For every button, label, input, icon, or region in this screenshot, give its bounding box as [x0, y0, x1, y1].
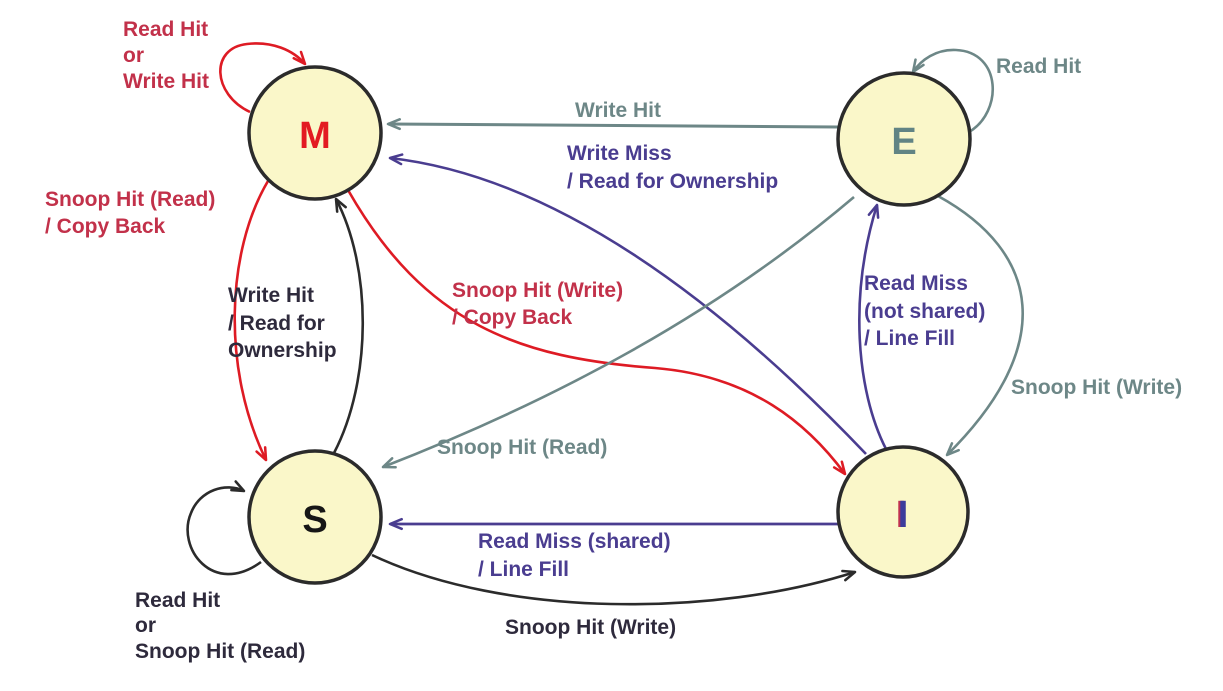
s-self-loop-label-line: Snoop Hit (Read)	[135, 640, 305, 663]
i-to-s-label-line: Read Miss (shared)	[478, 530, 671, 553]
i-to-e-label-line: Read Miss	[864, 272, 968, 295]
m-self-loop-arrow	[219, 42, 307, 114]
e-self-loop-arrow	[911, 48, 995, 134]
s-to-m-arrow	[332, 197, 364, 454]
s-to-m-label-line: / Read for	[228, 312, 325, 335]
m-self-loop-label-line: or	[123, 44, 144, 67]
i-to-m-arrow	[388, 153, 867, 455]
i-to-m-label-line: / Read for Ownership	[567, 170, 778, 193]
m-to-s-label-line: / Copy Back	[45, 215, 166, 238]
state-circle-e	[836, 71, 972, 207]
transition-e-self-loop: Read Hit	[911, 48, 1081, 134]
i-to-e-label-line: (not shared)	[864, 300, 985, 323]
m-to-s-arrow	[233, 180, 270, 462]
m-to-i-label-line: / Copy Back	[452, 306, 573, 329]
e-to-i-label-line: Snoop Hit (Write)	[1011, 376, 1182, 399]
e-to-s-arrow	[381, 196, 855, 469]
transition-e-to-s: Snoop Hit (Read)	[381, 196, 855, 469]
e-to-i-arrow	[937, 194, 1024, 457]
s-self-loop-label-line: or	[135, 614, 156, 637]
s-to-m-label-line: Write Hit	[228, 284, 314, 307]
state-circle-m	[247, 65, 383, 201]
transition-i-to-m: Write Miss / Read for Ownership	[388, 142, 867, 455]
s-to-m-label-line: Ownership	[228, 339, 337, 362]
transition-m-to-i: Snoop Hit (Write) / Copy Back	[346, 189, 847, 476]
s-to-i-arrow	[371, 553, 857, 606]
transition-s-to-i: Snoop Hit (Write)	[371, 553, 857, 639]
state-node-i: I	[836, 445, 970, 579]
state-label-e: E	[891, 121, 916, 163]
transition-e-to-i: Snoop Hit (Write)	[937, 194, 1182, 457]
transition-s-to-m: Write Hit / Read for Ownership	[228, 197, 364, 454]
transition-i-to-e: Read Miss (not shared) / Line Fill	[858, 203, 985, 450]
i-to-m-label-line: Write Miss	[567, 142, 672, 165]
transition-m-self-loop: Read Hit or Write Hit	[123, 18, 307, 114]
m-self-loop-label-line: Write Hit	[123, 70, 209, 93]
m-to-i-arrow	[346, 189, 847, 476]
state-label-m: M	[299, 115, 331, 157]
transition-e-to-m: Write Hit	[386, 99, 839, 131]
i-to-e-label-line: / Line Fill	[864, 327, 955, 350]
state-circle-s	[247, 449, 383, 585]
e-to-m-arrow	[386, 118, 839, 131]
e-self-loop-label-line: Read Hit	[996, 55, 1081, 78]
state-node-m: M	[247, 65, 383, 201]
state-label-i: I	[898, 494, 909, 536]
m-to-s-label-line: Snoop Hit (Read)	[45, 188, 215, 211]
m-to-i-label-line: Snoop Hit (Write)	[452, 279, 623, 302]
s-self-loop-label-line: Read Hit	[135, 589, 220, 612]
i-to-e-arrow	[858, 203, 888, 450]
e-to-s-label-line: Snoop Hit (Read)	[437, 436, 607, 459]
transition-i-to-s: Read Miss (shared) / Line Fill	[388, 517, 838, 581]
s-to-i-label-line: Snoop Hit (Write)	[505, 616, 676, 639]
transition-s-self-loop: Read Hit or Snoop Hit (Read)	[135, 480, 305, 663]
m-self-loop-label-line: Read Hit	[123, 18, 208, 41]
e-to-m-label-line: Write Hit	[575, 99, 661, 122]
state-node-e: E	[836, 71, 972, 207]
state-node-s: S	[247, 449, 383, 585]
state-circle-i	[836, 445, 970, 579]
state-label-s: S	[302, 499, 327, 541]
transition-m-to-s: Snoop Hit (Read) / Copy Back	[45, 180, 270, 462]
s-self-loop-arrow	[186, 480, 262, 576]
i-to-s-label-line: / Line Fill	[478, 558, 569, 581]
